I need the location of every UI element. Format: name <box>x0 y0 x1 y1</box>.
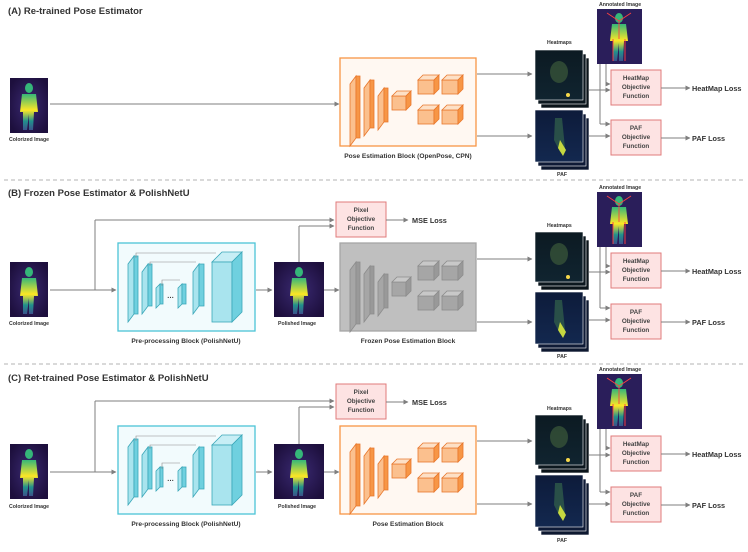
svg-text:Objective: Objective <box>622 134 651 141</box>
section-c-polished-label: Polished Image <box>278 504 316 510</box>
section-c-annotated-image <box>597 374 642 429</box>
section-c-pixel-objective: Pixel Objective Function <box>335 383 387 420</box>
svg-text:Function: Function <box>623 459 650 466</box>
section-c-pose-block <box>339 425 477 516</box>
section-b-input-image <box>10 262 48 317</box>
svg-text:Function: Function <box>623 93 650 100</box>
svg-text:Pixel: Pixel <box>354 389 369 396</box>
svg-text:…: … <box>167 293 174 300</box>
section-c-paf-stack <box>534 474 590 536</box>
section-b-frozen-pose-block <box>339 242 477 334</box>
section-a-title: (A) Re-trained Pose Estimator <box>8 6 143 17</box>
svg-text:HeatMap: HeatMap <box>623 75 649 82</box>
section-b-polished-image <box>274 262 324 317</box>
section-a-heatmap-objective: HeatMap Objective Function <box>610 69 662 106</box>
section-a-pose-block <box>339 57 477 148</box>
section-a-input-image <box>10 78 48 133</box>
svg-text:Objective: Objective <box>347 398 376 405</box>
section-b-heatmaps-label: Heatmaps <box>547 223 572 229</box>
section-b-annotated-label: Annotated Image <box>599 185 641 191</box>
section-b-heatmap-loss: HeatMap Loss <box>692 267 741 276</box>
svg-text:Objective: Objective <box>622 84 651 91</box>
svg-text:Function: Function <box>623 143 650 150</box>
section-b-paf-stack <box>534 291 590 353</box>
svg-text:Objective: Objective <box>622 318 651 325</box>
section-a-annotated-image <box>597 9 642 64</box>
section-b-heatmaps-stack <box>534 231 590 291</box>
section-c-preprocessing-block: … <box>117 425 256 515</box>
section-b-mse-loss: MSE Loss <box>412 216 447 225</box>
section-c-paf-loss: PAF Loss <box>692 501 725 510</box>
section-a-heatmaps-stack <box>534 49 590 109</box>
section-c-polished-image <box>274 444 324 499</box>
section-c-pose-block-label: Pose Estimation Block <box>372 521 443 528</box>
svg-text:Function: Function <box>348 407 375 414</box>
section-b-heatmap-objective: HeatMap Objective Function <box>610 252 662 289</box>
section-a-input-label: Colorized Image <box>9 137 49 143</box>
section-b: (B) Frozen Pose Estimator & PolishNetU C… <box>8 185 741 360</box>
section-c-mse-loss: MSE Loss <box>412 398 447 407</box>
section-b-paf-objective: PAF Objective Function <box>610 303 662 340</box>
svg-text:Objective: Objective <box>622 450 651 457</box>
section-b-polished-label: Polished Image <box>278 321 316 327</box>
section-a-paf-objective: PAF Objective Function <box>610 119 662 156</box>
section-c-paf-label: PAF <box>557 538 567 544</box>
svg-text:Function: Function <box>348 225 375 232</box>
section-b-title: (B) Frozen Pose Estimator & PolishNetU <box>8 188 190 199</box>
svg-text:Objective: Objective <box>347 216 376 223</box>
svg-text:Objective: Objective <box>622 501 651 508</box>
svg-text:PAF: PAF <box>630 492 642 499</box>
section-c-preprocessing-label: Pre-processing Block (PolishNetU) <box>131 521 240 528</box>
section-a: (A) Re-trained Pose Estimator Colorized … <box>8 2 741 178</box>
section-b-frozen-pose-label: Frozen Pose Estimation Block <box>361 338 456 345</box>
svg-text:Objective: Objective <box>622 267 651 274</box>
section-b-preprocessing-label: Pre-processing Block (PolishNetU) <box>131 338 240 345</box>
svg-text:Function: Function <box>623 510 650 517</box>
section-c-paf-objective: PAF Objective Function <box>610 486 662 523</box>
section-b-annotated-image <box>597 192 642 247</box>
svg-text:HeatMap: HeatMap <box>623 258 649 265</box>
svg-text:PAF: PAF <box>630 309 642 316</box>
section-b-input-label: Colorized Image <box>9 321 49 327</box>
section-a-heatmaps-label: Heatmaps <box>547 40 572 46</box>
svg-text:PAF: PAF <box>630 125 642 132</box>
section-c-heatmap-loss: HeatMap Loss <box>692 450 741 459</box>
section-c-input-image <box>10 444 48 499</box>
section-c-input-label: Colorized Image <box>9 504 49 510</box>
section-c-title: (C) Ret-trained Pose Estimator & PolishN… <box>8 373 209 384</box>
section-c-annotated-label: Annotated Image <box>599 367 641 373</box>
section-a-paf-loss: PAF Loss <box>692 134 725 143</box>
section-c: (C) Ret-trained Pose Estimator & PolishN… <box>8 367 741 544</box>
svg-text:HeatMap: HeatMap <box>623 441 649 448</box>
section-a-annotated-label: Annotated Image <box>599 2 641 8</box>
section-b-preprocessing-block: … <box>117 242 256 332</box>
svg-text:Function: Function <box>623 327 650 334</box>
section-a-paf-stack <box>534 109 590 171</box>
section-c-heatmaps-stack <box>534 414 590 474</box>
section-a-paf-label: PAF <box>557 172 567 178</box>
svg-text:Pixel: Pixel <box>354 207 369 214</box>
section-b-pixel-objective: Pixel Objective Function <box>335 201 387 238</box>
section-c-heatmap-objective: HeatMap Objective Function <box>610 435 662 472</box>
svg-text:…: … <box>167 476 174 483</box>
section-a-pose-block-label: Pose Estimation Block (OpenPose, CPN) <box>344 153 472 160</box>
svg-text:Function: Function <box>623 276 650 283</box>
section-b-paf-label: PAF <box>557 354 567 360</box>
section-a-heatmap-loss: HeatMap Loss <box>692 84 741 93</box>
section-c-heatmaps-label: Heatmaps <box>547 406 572 412</box>
section-b-paf-loss: PAF Loss <box>692 318 725 327</box>
